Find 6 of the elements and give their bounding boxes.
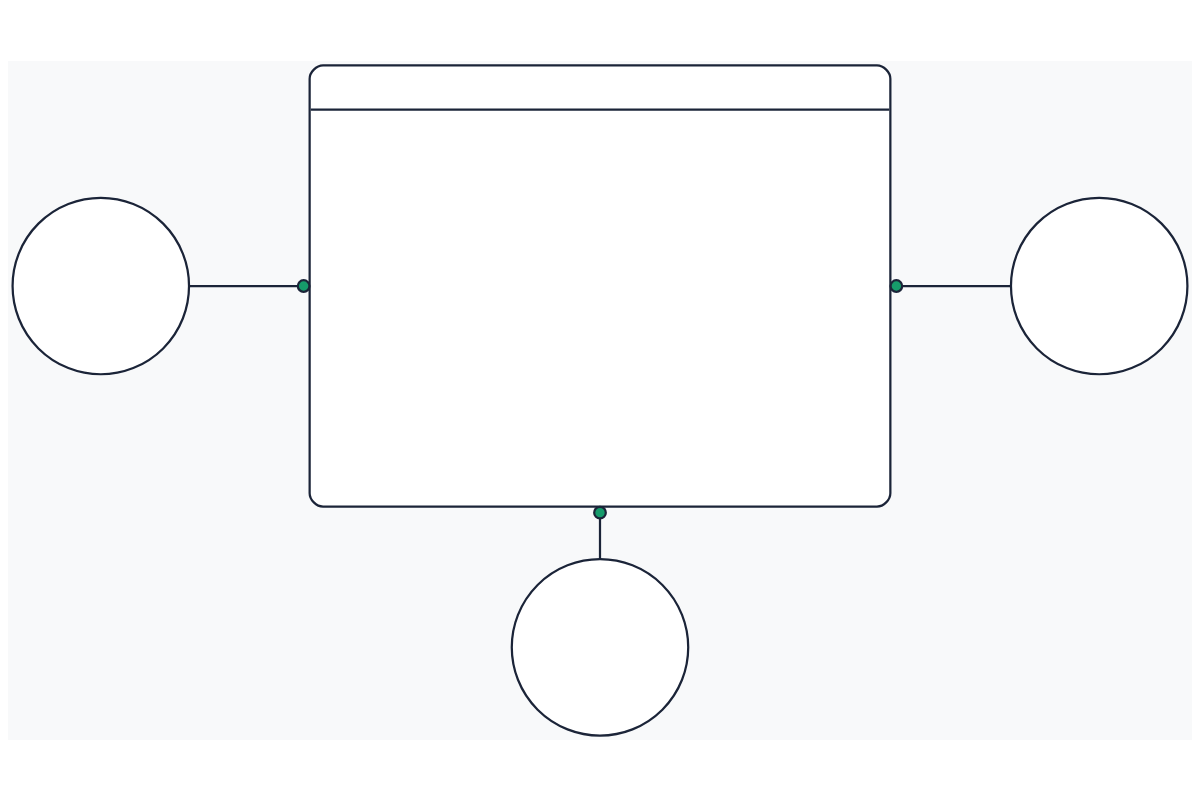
connector (593, 505, 607, 559)
node-circle (1009, 196, 1189, 375)
connector (889, 278, 1011, 293)
node-circle (11, 196, 191, 375)
node-circle (510, 557, 690, 737)
connector (189, 278, 311, 293)
